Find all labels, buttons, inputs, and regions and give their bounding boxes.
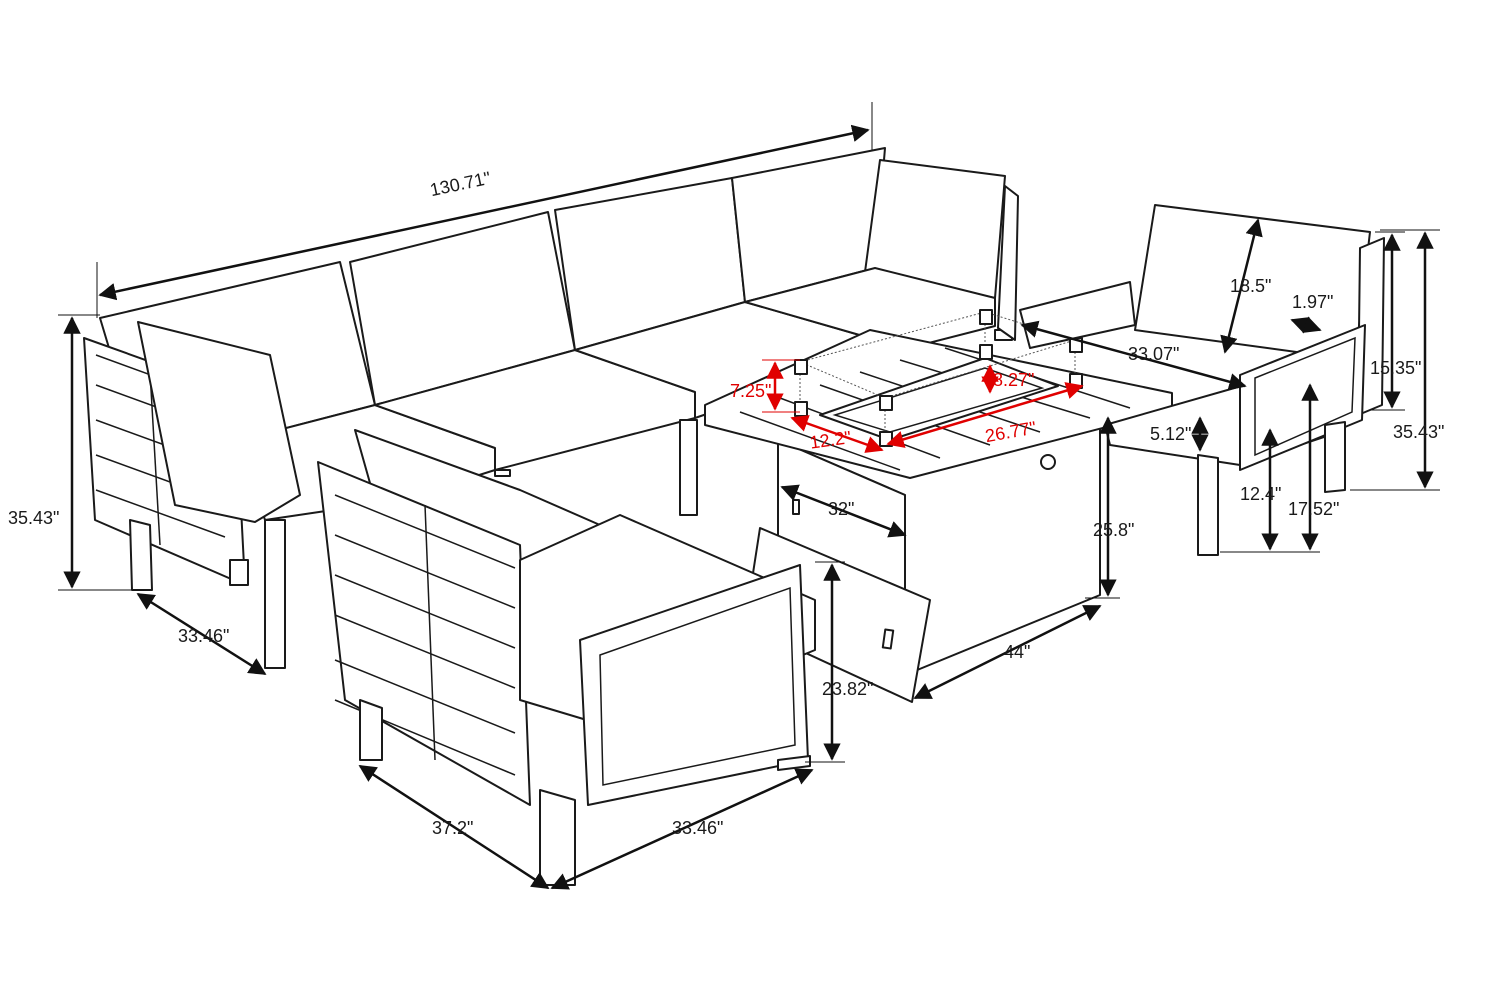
label-table-height: 25.8": [1093, 520, 1134, 540]
label-sofa-height: 35.43": [8, 508, 59, 528]
dim-burner-depth: [790, 415, 884, 453]
label-seat-cushion-thickness: 5.12": [1150, 424, 1191, 444]
label-burner-inner-height: 8.27": [993, 370, 1034, 390]
label-chair-width-front: 33.46": [672, 818, 723, 838]
label-arm-height: 17.52": [1288, 499, 1339, 519]
label-chair-depth-front: 37.2": [432, 818, 473, 838]
front-armchair: [317, 429, 816, 886]
glass-clip: [979, 344, 993, 360]
sofa-arm-divider: [149, 371, 161, 546]
glass-clip: [794, 359, 808, 375]
label-table-length: 44": [1004, 642, 1030, 662]
sofa-leg: [679, 419, 698, 516]
dim-sofa-depth: [136, 592, 267, 676]
dim-sectional-width: [98, 124, 870, 301]
tank-door-handle: [881, 628, 895, 650]
front-chair-panel-slats: [334, 494, 516, 776]
right-chair-front-arm-inner: [1254, 336, 1356, 457]
label-table-depth: 32": [828, 499, 854, 519]
right-chair-leg: [1197, 454, 1219, 556]
sofa-leg: [264, 519, 286, 669]
front-chair-leg: [777, 755, 811, 771]
label-chair-height-right: 35.43": [1393, 422, 1444, 442]
front-chair-leg: [359, 699, 383, 761]
sofa-side-cushion: [137, 321, 301, 523]
sofa-leg: [494, 469, 511, 477]
dim-table-depth: [780, 484, 907, 538]
ignition-knob: [1040, 454, 1056, 470]
label-burner-height: 7.25": [730, 381, 771, 401]
label-lid-height: 23.82": [822, 679, 873, 699]
label-chair-width-right: 33.07": [1128, 344, 1179, 364]
label-sofa-depth: 33.46": [178, 626, 229, 646]
label-seat-height: 12.4": [1240, 484, 1281, 504]
dim-table-length: [913, 604, 1102, 700]
dim-chair-width-front: [550, 768, 814, 890]
front-chair-leg: [539, 789, 576, 886]
glass-clip: [794, 401, 808, 417]
dim-arm-width: [1290, 316, 1322, 334]
right-chair-left-arm: [1019, 281, 1136, 349]
front-chair-front-arm-inner: [599, 586, 796, 786]
label-arm-height-to-seat: 15.35": [1370, 358, 1421, 378]
glass-clip: [979, 309, 993, 325]
dim-chair-width-right: [1020, 320, 1247, 391]
label-arm-width: 1.97": [1292, 292, 1333, 312]
sofa-right-end-panel: [997, 185, 1019, 341]
tank-door-latch: [792, 499, 800, 515]
right-chair-leg: [1324, 421, 1346, 493]
sofa-leg: [229, 559, 249, 586]
dim-burner-length: [886, 382, 1084, 448]
label-chair-back-height: 18.5": [1230, 276, 1271, 296]
label-sectional-width: 130.71": [428, 168, 492, 200]
sofa-leg: [129, 519, 153, 591]
glass-clip: [879, 395, 893, 411]
dim-chair-depth-front: [358, 764, 550, 890]
front-chair-panel-divider: [424, 504, 436, 761]
